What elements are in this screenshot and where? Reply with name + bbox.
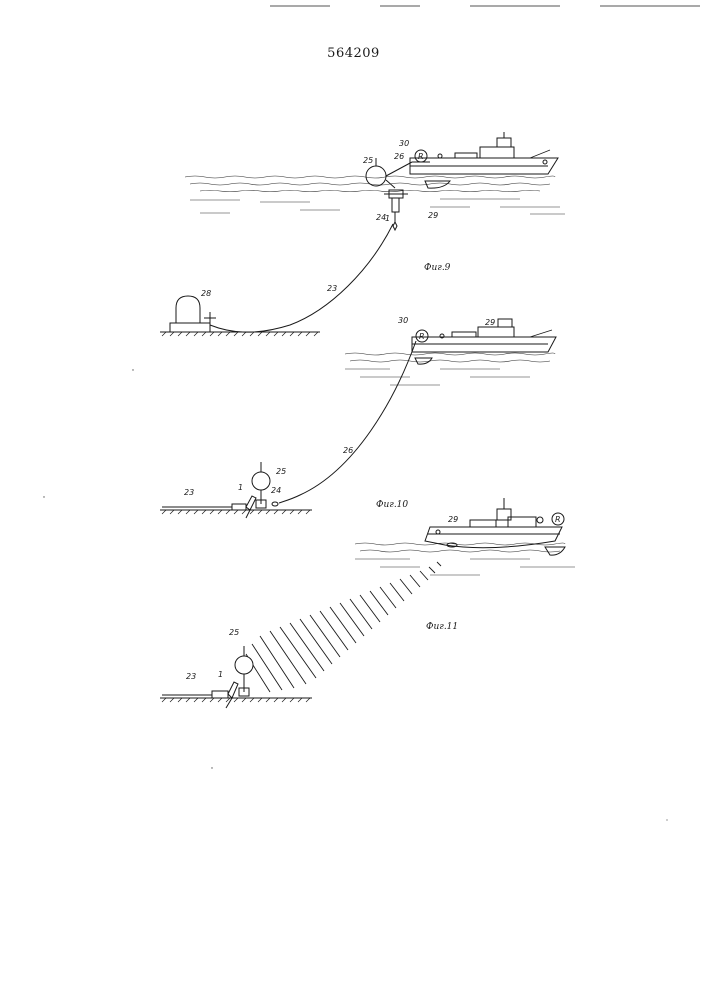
anchor-fig10 [162,496,256,518]
seabed-fig10 [160,510,312,514]
label-1-fig9: 1 [385,214,390,223]
seabed-fig9 [160,332,320,336]
label-26-fig9: 26 [394,152,404,161]
figure-10: R 30 29 26 25 1 24 [160,316,556,518]
label-23-fig11: 23 [186,672,196,681]
svg-text:R: R [555,515,561,524]
float-fig11 [235,646,253,696]
ship-fig11: R [425,498,565,555]
ship-fig9: R [410,132,558,188]
buoy-28-fig9 [170,296,216,332]
label-23-fig9: 23 [327,284,337,293]
ship-fig10: R [412,319,556,364]
label-25-fig9: 25 [363,156,373,165]
caption-fig11: Фиг.11 [426,622,458,632]
water-surface-fig11 [355,543,575,575]
svg-text:R: R [418,152,424,161]
label-29-fig9: 29 [428,211,438,220]
label-30-fig10: 30 [398,316,408,325]
anchor-fig11 [162,682,238,708]
label-23-fig10: 23 [184,488,194,497]
label-1-fig11: 1 [218,670,223,679]
label-25-fig11: 25 [229,628,239,637]
line-23-fig9 [210,224,393,332]
figure-11: R [160,498,575,708]
caption-fig10: Фиг.10 [376,500,408,510]
label-24-fig10: 24 [271,486,281,495]
float-fig10 [252,462,278,508]
seabed-fig11 [160,698,312,702]
label-26-fig10: 26 [343,446,353,455]
scan-specks [43,369,667,820]
label-1-fig10: 1 [238,483,243,492]
label-29-fig10: 29 [485,318,495,327]
svg-text:R: R [419,332,425,341]
anchor-device-fig9 [384,190,408,230]
label-28-fig9: 28 [201,289,211,298]
water-surface-fig10 [345,353,555,385]
water-surface-fig9 [185,176,565,214]
label-29-fig11: 29 [448,515,458,524]
figure-9: R [160,132,565,336]
caption-fig9: Фиг.9 [424,263,451,273]
acoustic-beam-fig11 [246,562,441,692]
label-30-fig9: 30 [399,139,409,148]
label-25-fig10: 25 [276,467,286,476]
line-26-fig10 [279,341,416,503]
